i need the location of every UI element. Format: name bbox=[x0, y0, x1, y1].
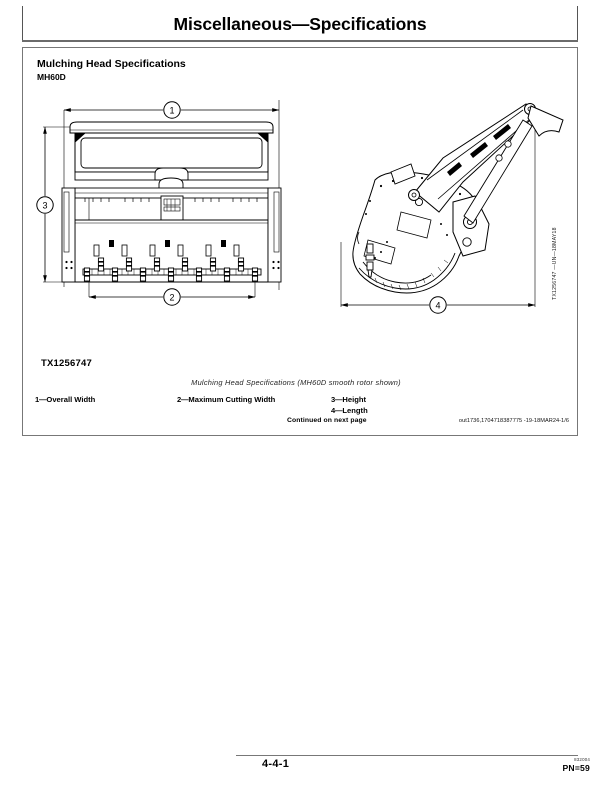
legend-label: Height bbox=[342, 395, 367, 404]
footer-page-number: 4-4-1 bbox=[262, 758, 290, 770]
footer-revision-code: 832004 bbox=[574, 757, 590, 762]
frame-footer: Continued on next page out1736,170471838… bbox=[23, 417, 577, 429]
legend-item: 4—Length bbox=[331, 406, 368, 417]
figure-technical-drawings: 1 3 2 bbox=[23, 92, 577, 352]
legend-number: 3— bbox=[331, 395, 343, 404]
legend-label: Length bbox=[342, 405, 368, 415]
legend-item: 1—Overall Width bbox=[35, 395, 95, 406]
dimension-height: 3 bbox=[36, 126, 54, 283]
page-header-bar: Miscellaneous—Specifications bbox=[22, 6, 578, 40]
model-label: MH60D bbox=[37, 72, 66, 82]
front-view-drawing: 1 3 2 bbox=[36, 100, 282, 306]
legend-item: 3—Height bbox=[331, 395, 368, 406]
page-title: Miscellaneous—Specifications bbox=[173, 14, 427, 34]
legend-column-3: 3—Height 4—Length bbox=[331, 395, 368, 416]
header-divider bbox=[22, 40, 578, 42]
footer-divider bbox=[236, 755, 578, 756]
legend-label: Overall Width bbox=[46, 395, 96, 404]
figure-side-code: TX1256747 —UN—18MAY18 bbox=[552, 227, 558, 300]
legend-number: 2— bbox=[177, 395, 189, 404]
document-reference-code: out1736,1704718387775 -19-18MAR24-1/6 bbox=[458, 418, 569, 424]
figure-caption: Mulching Head Specifications (MH60D smoo… bbox=[191, 378, 401, 387]
callout-2: 2 bbox=[169, 292, 174, 302]
footer-pn-number: PN=59 bbox=[562, 763, 590, 773]
legend-label: Maximum Cutting Width bbox=[188, 395, 276, 404]
callout-3: 3 bbox=[42, 200, 47, 210]
rotor-teeth-upper bbox=[93, 240, 240, 257]
content-frame: Mulching Head Specifications MH60D bbox=[22, 47, 578, 436]
dimension-overall-width: 1 bbox=[63, 101, 280, 119]
continued-on-next-page: Continued on next page bbox=[287, 417, 367, 424]
drawing-number: TX1256747 bbox=[41, 358, 92, 369]
dimension-max-cutting-width: 2 bbox=[88, 288, 256, 306]
side-view-drawing: 4 bbox=[340, 103, 564, 314]
legend-number: 4— bbox=[331, 405, 343, 415]
dimension-length: 4 bbox=[340, 296, 536, 314]
section-title: Mulching Head Specifications bbox=[37, 58, 186, 70]
legend-column-2: 2—Maximum Cutting Width bbox=[177, 395, 275, 406]
callout-1: 1 bbox=[169, 105, 174, 115]
legend-number: 1— bbox=[35, 395, 47, 404]
legend-item: 2—Maximum Cutting Width bbox=[177, 395, 275, 406]
legend-column-1: 1—Overall Width bbox=[35, 395, 95, 406]
callout-4: 4 bbox=[435, 300, 440, 310]
